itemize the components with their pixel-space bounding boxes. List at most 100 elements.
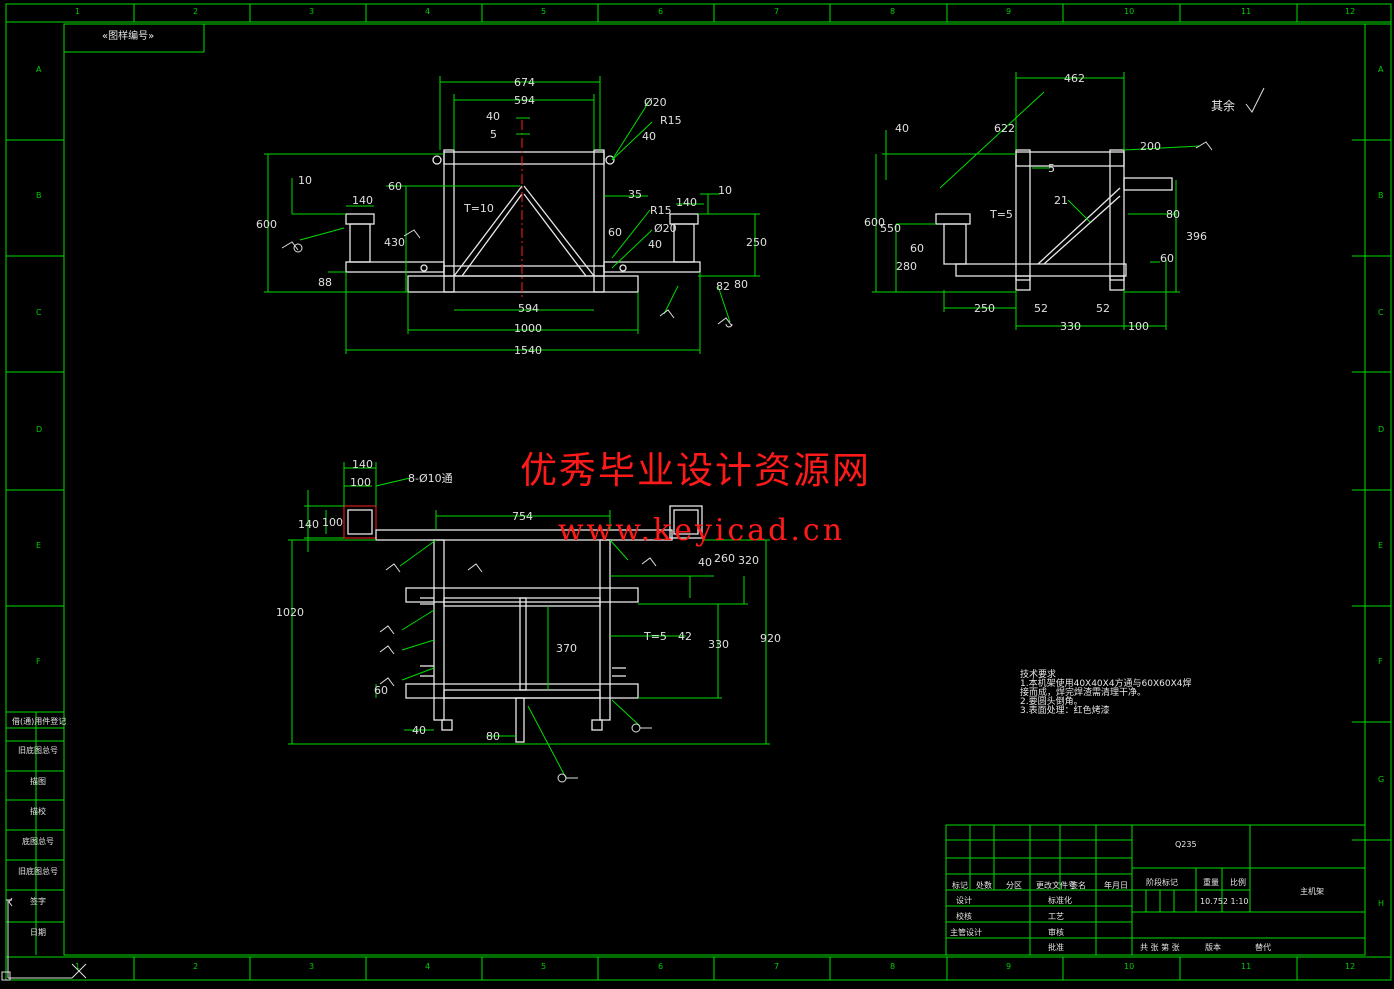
dimension-label: 88 [318,276,332,289]
side-view [872,72,1201,330]
zone-column-label: 10 [1124,7,1134,16]
side-label: 旧底图总号 [18,867,58,876]
zone-row-label: C [36,308,42,317]
watermark-title: 优秀毕业设计资源网 [520,449,871,492]
dimension-label: 21 [1054,194,1068,207]
title-block-weight: 重量 [1203,878,1219,887]
dimension-label: 250 [974,302,995,315]
zone-row-label: A [36,65,42,74]
title-block-header: 处数 [976,881,992,890]
zone-column-label: 12 [1345,7,1355,16]
zone-row-label: F [1378,657,1383,666]
title-block-stage: 阶段标记 [1146,878,1178,887]
general-roughness-note: 其余 [1211,99,1236,113]
side-label: 日期 [30,928,46,937]
zone-column-label: 1 [75,962,80,971]
zone-row-label: G [1378,775,1384,784]
title-block-design: 设计 [956,896,972,905]
side-label: 描校 [30,807,46,816]
dimension-label: Ø20 [654,222,677,235]
dimension-label: 100 [322,516,343,529]
zone-row-label: F [36,657,41,666]
title-block-replace: 替代 [1255,943,1271,952]
zone-column-label: 5 [541,7,546,16]
zone-column-label: 6 [658,7,663,16]
title-block-check: 校核 [956,912,972,921]
dimension-label: 80 [734,278,748,291]
zone-row-label: B [36,191,42,200]
zone-column-label: 4 [425,962,430,971]
zone-row-label: E [1378,541,1383,550]
zone-row-label: B [1378,191,1384,200]
title-block-drawing-name: 主机架 [1300,887,1324,896]
zone-column-label: 6 [658,962,663,971]
dimension-label: 330 [1060,320,1081,333]
dimension-label: R15 [650,204,672,217]
dimension-label: T=5 [643,630,667,643]
title-block-approve: 批准 [1048,943,1064,952]
dimension-label: 40 [412,724,426,737]
dimension-label: 100 [350,476,371,489]
dimension-label: Ø20 [644,96,667,109]
zone-column-label: 8 [890,962,895,971]
top-view [288,462,770,779]
dimension-label: 1000 [514,322,542,335]
title-block-version: 版本 [1205,943,1221,952]
dimension-label: 52 [1034,302,1048,315]
dimension-label: 80 [486,730,500,743]
dimension-label: 430 [384,236,405,249]
dimension-label: 674 [514,76,535,89]
side-label: 签字 [30,897,46,906]
tech-requirement-line: 接而成，焊完焊渣需清理干净。 [1020,688,1147,698]
dimension-label: 260 [714,552,735,565]
dimension-label: 600 [256,218,277,231]
zone-column-label: 5 [541,962,546,971]
stamp-box [63,23,205,53]
zone-column-label: 12 [1345,962,1355,971]
side-label: 借(通)用件登记 [12,717,67,726]
dimension-label: 60 [1160,252,1174,265]
dimension-label: 80 [1166,208,1180,221]
zone-column-label: 3 [309,962,314,971]
dimension-label: 462 [1064,72,1085,85]
zone-row-label: D [36,425,42,434]
zone-column-label: 9 [1006,962,1011,971]
tech-requirement-line: 2.要圆头倒角。 [1020,697,1083,707]
dimension-label: 40 [698,556,712,569]
title-block-material: Q235 [1175,840,1197,849]
zone-row-label: C [1378,308,1384,317]
dimension-label: T=5 [989,208,1013,221]
dimension-label: 140 [298,518,319,531]
dimension-label: 330 [708,638,729,651]
dimension-label: 754 [512,510,533,523]
dimension-label: 60 [910,242,924,255]
dimension-label: 370 [556,642,577,655]
title-block [945,824,1366,956]
zone-column-label: 1 [75,7,80,16]
title-block-sheets: 共 张 第 张 [1140,943,1180,952]
outer-border [5,3,1392,981]
dimension-label: 60 [388,180,402,193]
zone-column-label: 4 [425,7,430,16]
side-label: 底图总号 [22,837,54,846]
dimension-label: 100 [1128,320,1149,333]
zone-column-label: 2 [193,7,198,16]
zone-column-label: 10 [1124,962,1134,971]
dimension-label: 82 [716,280,730,293]
dimension-label: 60 [374,684,388,697]
dimension-label: 52 [1096,302,1110,315]
dimension-label: 1020 [276,606,304,619]
dimension-labels: 674594405Ø20R154035140101401060060430T=1… [256,72,1207,743]
dimension-label: 550 [880,222,901,235]
title-block-header: 分区 [1006,881,1022,890]
zone-row-label: H [1378,899,1384,908]
dimension-label: 140 [352,194,373,207]
dimension-label: 5 [1048,162,1055,175]
dimension-label: 396 [1186,230,1207,243]
zone-row-label: E [36,541,41,550]
dimension-label: 40 [642,130,656,143]
title-block-header: 更改文件号 [1036,881,1076,890]
zone-column-label: 2 [193,962,198,971]
